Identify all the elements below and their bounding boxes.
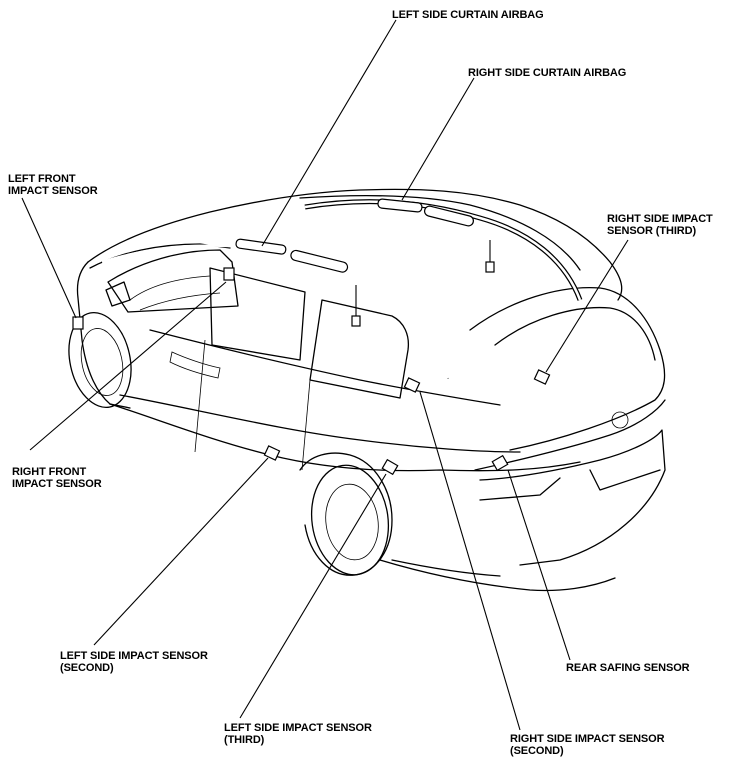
right-side-impact-sensor-third-icon bbox=[533, 369, 551, 385]
label-line: SENSOR (THIRD) bbox=[607, 225, 697, 237]
label-left-side-curtain-airbag: LEFT SIDE CURTAIN AIRBAG bbox=[392, 9, 544, 21]
label-line: RIGHT SIDE IMPACT SENSOR bbox=[510, 733, 665, 745]
label-line: LEFT FRONT bbox=[8, 173, 76, 185]
label-left-side-impact-sensor-third: LEFT SIDE IMPACT SENSOR (THIRD) bbox=[224, 722, 372, 746]
label-line: IMPACT SENSOR bbox=[12, 478, 102, 490]
label-line: (SECOND) bbox=[510, 745, 564, 757]
leader-lines bbox=[21, 19, 629, 731]
label-line: IMPACT SENSOR bbox=[8, 185, 98, 197]
left-side-impact-sensor-second-icon bbox=[263, 445, 281, 461]
left-curtain-airbag-rail bbox=[101, 238, 450, 379]
label-line: RIGHT SIDE IMPACT bbox=[607, 213, 713, 225]
rear-safing-sensor-icon bbox=[491, 454, 509, 472]
label-left-front-impact-sensor: LEFT FRONT IMPACT SENSOR bbox=[8, 173, 98, 197]
label-line: LEFT SIDE IMPACT SENSOR bbox=[60, 650, 208, 662]
right-curtain-airbag-rail bbox=[304, 198, 583, 301]
label-right-side-curtain-airbag: RIGHT SIDE CURTAIN AIRBAG bbox=[468, 67, 627, 79]
left-side-impact-sensor-third-icon bbox=[381, 458, 399, 476]
label-right-side-impact-sensor-second: RIGHT SIDE IMPACT SENSOR (SECOND) bbox=[510, 733, 665, 757]
right-front-impact-sensor-icon bbox=[223, 267, 235, 281]
label-rear-safing-sensor: REAR SAFING SENSOR bbox=[566, 662, 690, 674]
label-line: LEFT SIDE IMPACT SENSOR bbox=[224, 722, 372, 734]
label-line: (SECOND) bbox=[60, 662, 114, 674]
label-line: RIGHT FRONT bbox=[12, 466, 87, 478]
label-left-side-impact-sensor-second: LEFT SIDE IMPACT SENSOR (SECOND) bbox=[60, 650, 208, 674]
label-right-side-impact-sensor-third: RIGHT SIDE IMPACT SENSOR (THIRD) bbox=[607, 213, 713, 237]
label-right-front-impact-sensor: RIGHT FRONT IMPACT SENSOR bbox=[12, 466, 102, 490]
left-front-impact-sensor-icon bbox=[72, 316, 84, 330]
right-side-impact-sensor-second-icon bbox=[403, 377, 421, 393]
minivan-outline bbox=[68, 188, 666, 592]
label-line: (THIRD) bbox=[224, 734, 265, 746]
